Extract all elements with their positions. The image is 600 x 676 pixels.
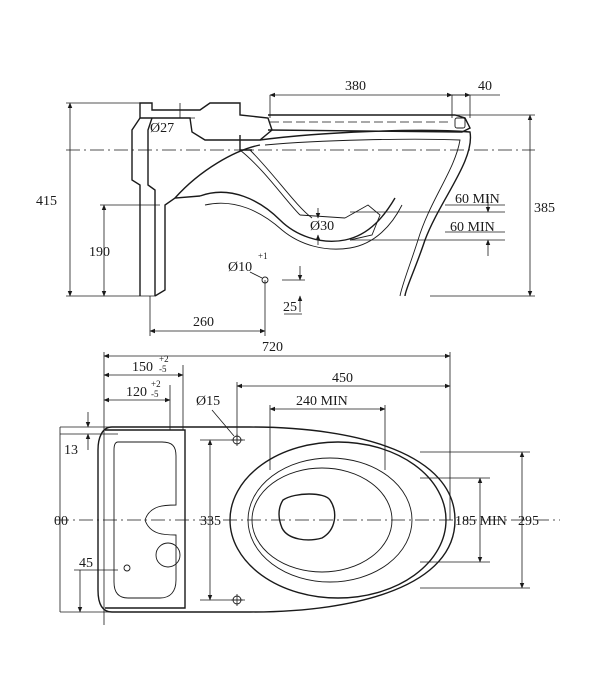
label-385: 385 [534, 201, 555, 216]
label-380: 380 [345, 79, 366, 94]
label-150: 150 [132, 360, 153, 375]
dim-45-line [60, 569, 118, 613]
label-dia-27: Ø27 [150, 121, 174, 136]
label-45: 45 [79, 556, 93, 571]
label-dia-30: Ø30 [310, 219, 334, 234]
label-dia-10-tolerance: +1 [258, 251, 268, 261]
label-13: 13 [64, 443, 78, 458]
label-120: 120 [126, 385, 147, 400]
label-120-tol-plus: +2 [151, 379, 161, 389]
label-450: 450 [332, 371, 353, 386]
label-150-tol-plus: +2 [159, 354, 169, 364]
label-415: 415 [36, 194, 57, 209]
side-view: 380 40 Ø27 415 385 60 MIN 60 MIN Ø30 190… [36, 79, 555, 336]
label-00: 00 [54, 514, 68, 529]
label-260: 260 [193, 315, 214, 330]
dim-25-line [282, 266, 305, 315]
label-190: 190 [89, 245, 110, 260]
top-profile-outline [97, 409, 456, 613]
label-dia-15: Ø15 [196, 394, 220, 409]
label-dia-10: Ø10 [228, 260, 252, 275]
label-335: 335 [200, 514, 221, 529]
label-295: 295 [518, 514, 539, 529]
label-240min: 240 MIN [296, 394, 348, 409]
side-profile-outline [131, 102, 472, 297]
dim-185min-line [420, 477, 490, 563]
top-view: 720 150 +2 -5 120 +2 -5 450 Ø15 240 MIN … [54, 340, 560, 625]
label-60min-a: 60 MIN [455, 192, 500, 207]
label-60min-b: 60 MIN [450, 220, 495, 235]
label-720: 720 [262, 340, 283, 355]
label-150-tol-minus: -5 [159, 364, 167, 374]
label-185min: 185 MIN [455, 514, 507, 529]
dim-260-line [149, 280, 266, 336]
label-40: 40 [478, 79, 492, 94]
label-120-tol-minus: -5 [151, 389, 159, 399]
label-25: 25 [283, 300, 297, 315]
